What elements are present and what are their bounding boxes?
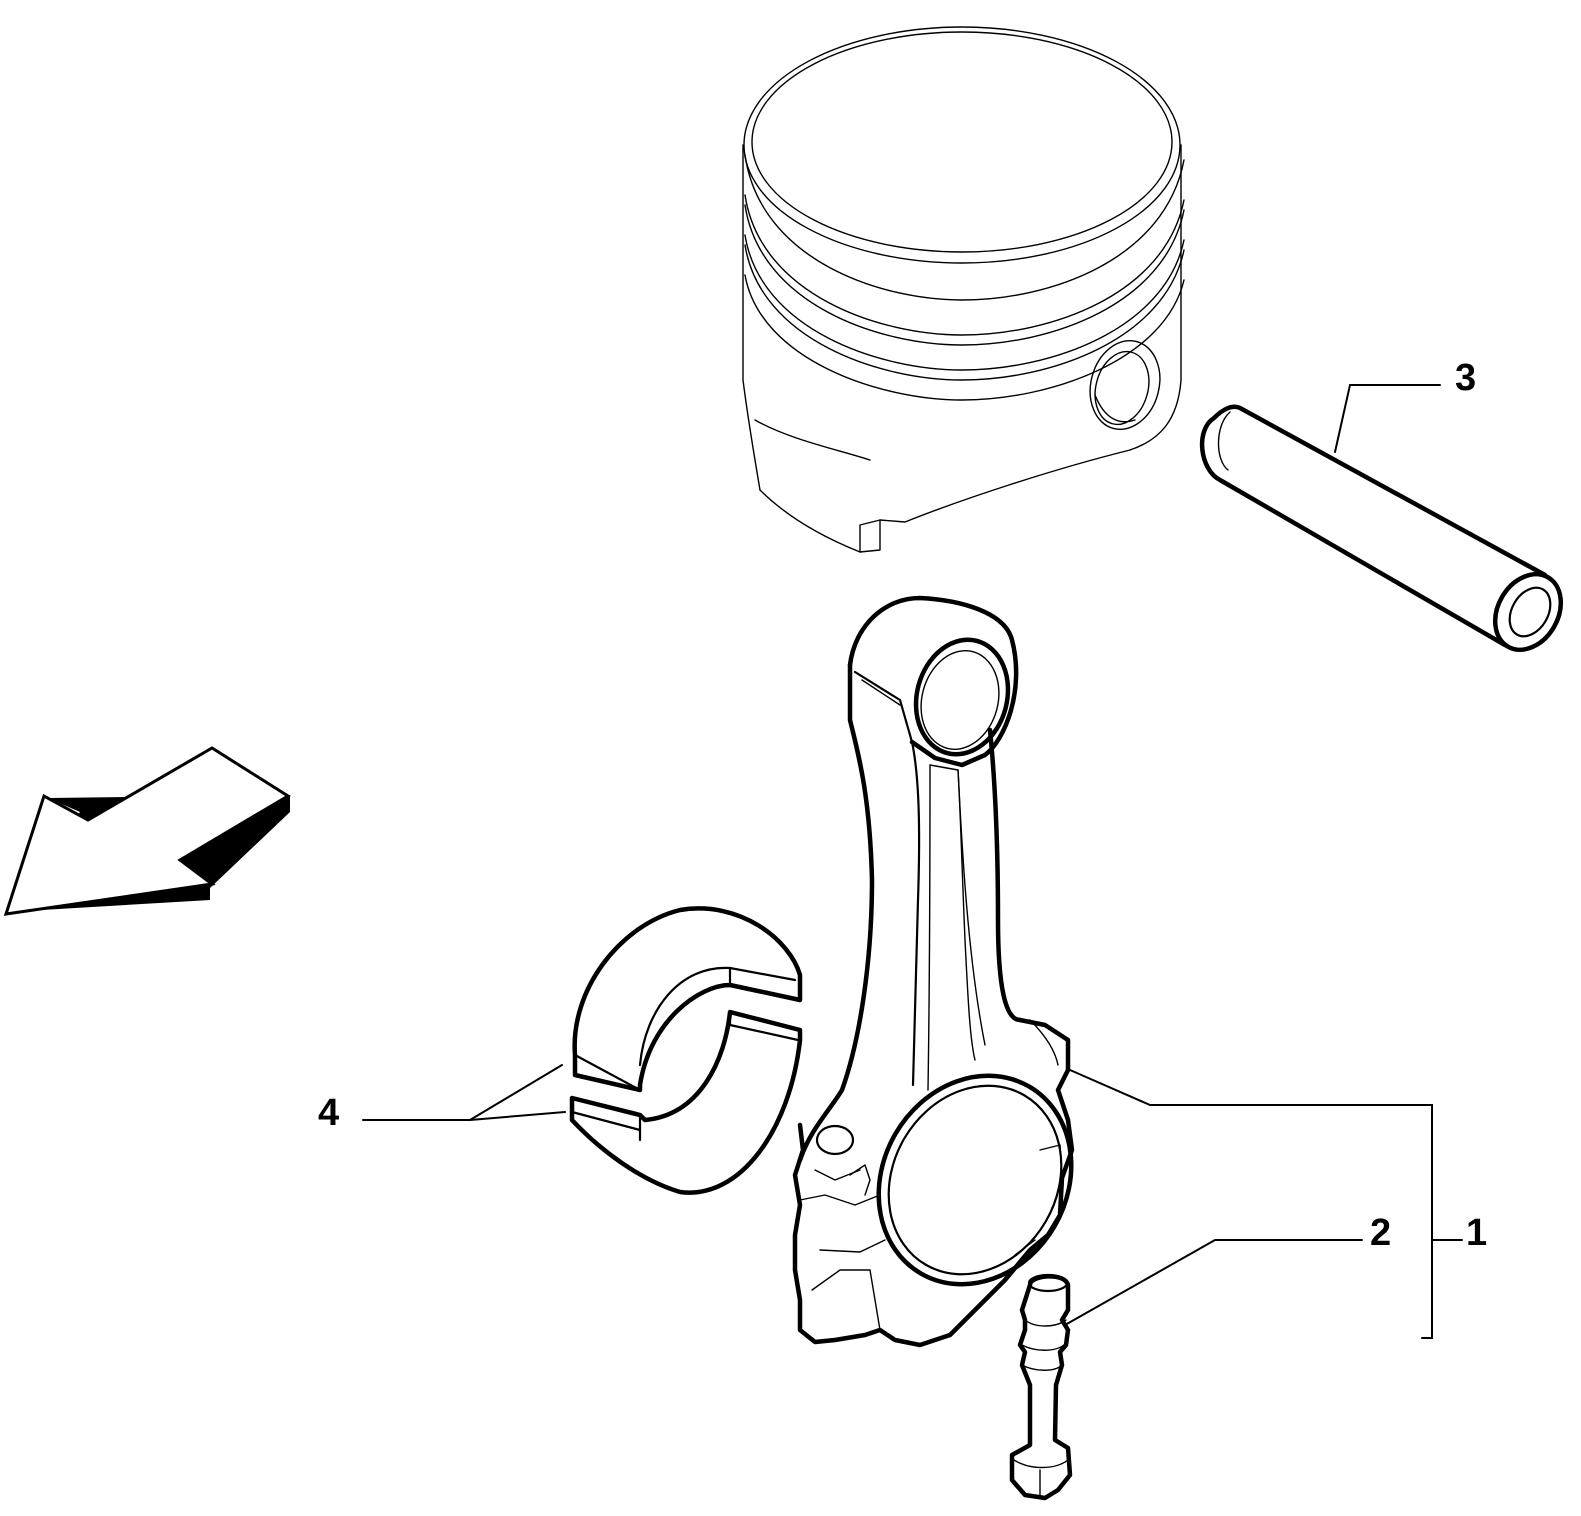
direction-arrow-icon [3,746,291,916]
connecting-rod-bolt-part[interactable] [1009,1273,1073,1501]
piston-part[interactable] [742,26,1185,553]
callout-label-1: 1 [1466,1212,1487,1254]
callout-label-4: 4 [318,1092,339,1134]
connecting-rod-part[interactable] [792,595,1109,1348]
leader-lines [362,384,1463,1339]
piston-pin-part[interactable] [1199,404,1574,662]
bearing-shells-part[interactable] [569,906,803,1195]
callout-label-3: 3 [1455,357,1476,399]
callout-label-2: 2 [1370,1212,1391,1254]
